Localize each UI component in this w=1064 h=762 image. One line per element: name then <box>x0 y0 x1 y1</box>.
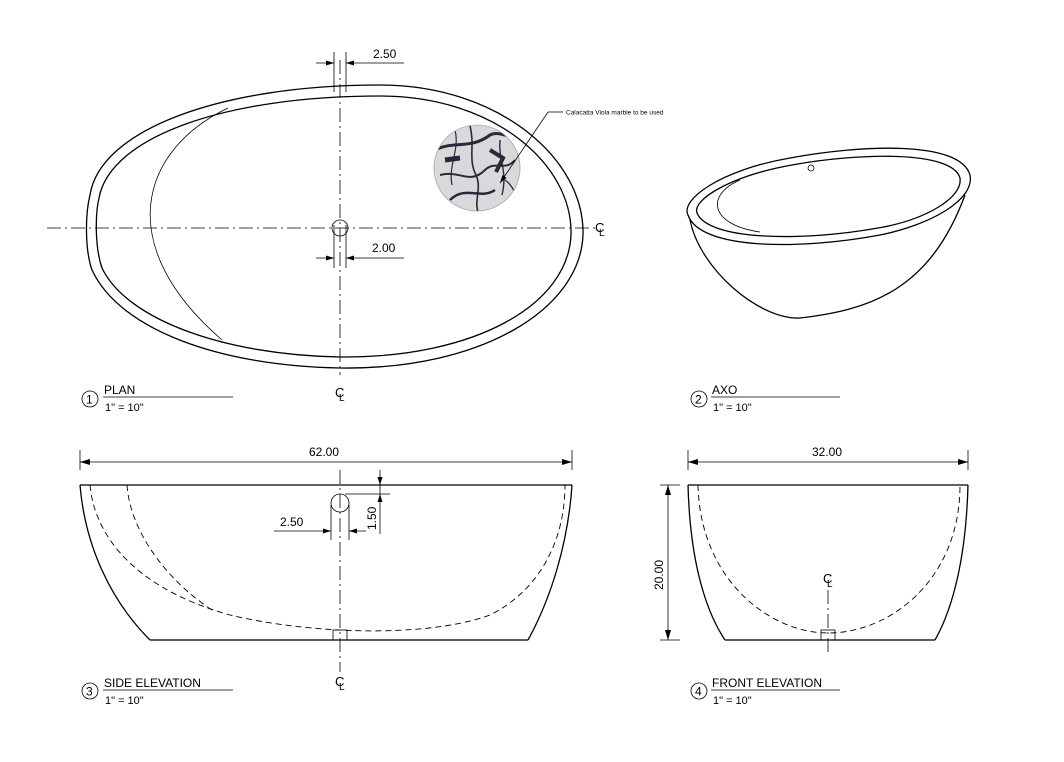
svg-text:L: L <box>827 579 833 590</box>
side-drain-outlet <box>332 629 348 641</box>
plan-drain-circle <box>331 219 349 237</box>
side-right-profile <box>527 484 573 641</box>
front-view-number: 4 <box>695 685 702 699</box>
side-dim-drain-width-label: 2.50 <box>280 515 304 529</box>
plan-inner-rim <box>95 95 572 358</box>
marble-swatch <box>433 124 521 212</box>
axo-inner-rim <box>695 155 961 238</box>
axo-view-number: 2 <box>695 393 702 407</box>
side-drain-circle <box>330 493 350 513</box>
side-dim-length: 62.00 <box>79 445 573 470</box>
front-left-profile <box>687 484 726 641</box>
front-centerline-symbol: C L <box>823 571 833 590</box>
svg-text:L: L <box>339 393 345 404</box>
axo-title-block: 2 AXO 1" = 10" <box>690 383 840 414</box>
axo-view: 2 AXO 1" = 10" <box>686 147 971 414</box>
plan-view-scale: 1" = 10" <box>105 402 144 414</box>
plan-dim-top: 2.50 <box>316 47 404 92</box>
svg-text:L: L <box>599 228 605 239</box>
front-view-number-circle <box>690 682 708 700</box>
plan-title-block: 1 PLAN 1" = 10" <box>81 383 233 414</box>
svg-text:C: C <box>823 571 832 586</box>
material-note: Calacatta Viola marble to be used <box>566 110 664 117</box>
front-hidden-basin <box>697 484 961 634</box>
side-view-title: SIDE ELEVATION <box>104 676 201 690</box>
axo-basin-curve <box>717 179 761 233</box>
side-hidden-basin <box>89 484 566 632</box>
side-view-number: 3 <box>86 685 93 699</box>
side-dim-drain-height: 1.50 <box>345 470 390 534</box>
front-elevation-view: 32.00 20.00 C L 4 FRONT ELEVATION 1" = 1… <box>652 445 969 707</box>
plan-view-number-circle <box>81 390 99 408</box>
material-leader: Calacatta Viola marble to be used <box>499 110 664 184</box>
side-elevation-view: 62.00 2.50 1.50 C L 3 SIDE ELEVATION <box>79 445 573 707</box>
front-dim-height-label: 20.00 <box>652 560 666 590</box>
side-dim-drain-height-label: 1.50 <box>365 506 379 530</box>
plan-centerline-symbol-right: C L <box>595 220 605 239</box>
axo-view-scale: 1" = 10" <box>713 402 752 414</box>
axo-drain <box>807 164 815 172</box>
plan-outer-rim <box>85 84 584 369</box>
side-left-profile <box>79 484 151 641</box>
front-right-profile <box>934 484 969 641</box>
front-dim-width-label: 32.00 <box>812 445 842 459</box>
front-view-scale: 1" = 10" <box>713 695 752 707</box>
svg-text:C: C <box>335 385 344 400</box>
side-title-block: 3 SIDE ELEVATION 1" = 10" <box>81 676 233 707</box>
plan-dim-drain-label: 2.00 <box>372 241 396 255</box>
plan-basin-curve <box>149 107 229 341</box>
plan-dim-top-label: 2.50 <box>373 47 397 61</box>
side-hidden-basin-inner <box>126 484 216 613</box>
side-view-scale: 1" = 10" <box>105 695 144 707</box>
axo-view-number-circle <box>690 390 708 408</box>
axo-outer-rim <box>686 147 971 246</box>
front-dim-height: 20.00 <box>652 484 680 641</box>
svg-text:L: L <box>339 682 345 693</box>
svg-text:C: C <box>335 674 344 689</box>
plan-view-number: 1 <box>86 393 93 407</box>
plan-view: 2.50 2.00 C L C L <box>47 47 664 414</box>
plan-dim-drain: 2.00 <box>316 225 404 268</box>
front-title-block: 4 FRONT ELEVATION 1" = 10" <box>690 676 840 707</box>
axo-view-title: AXO <box>712 383 737 397</box>
svg-text:C: C <box>595 220 604 235</box>
front-dim-width: 32.00 <box>687 445 969 470</box>
axo-body <box>689 194 966 319</box>
side-dim-length-label: 62.00 <box>309 445 339 459</box>
side-view-number-circle <box>81 682 99 700</box>
plan-view-title: PLAN <box>104 383 135 397</box>
side-dim-drain-width: 2.50 <box>274 505 366 540</box>
front-view-title: FRONT ELEVATION <box>712 676 822 690</box>
plan-centerline-symbol-bottom: C L <box>335 385 345 404</box>
side-centerline-symbol: C L <box>335 674 345 693</box>
front-drain-outlet <box>820 629 836 641</box>
